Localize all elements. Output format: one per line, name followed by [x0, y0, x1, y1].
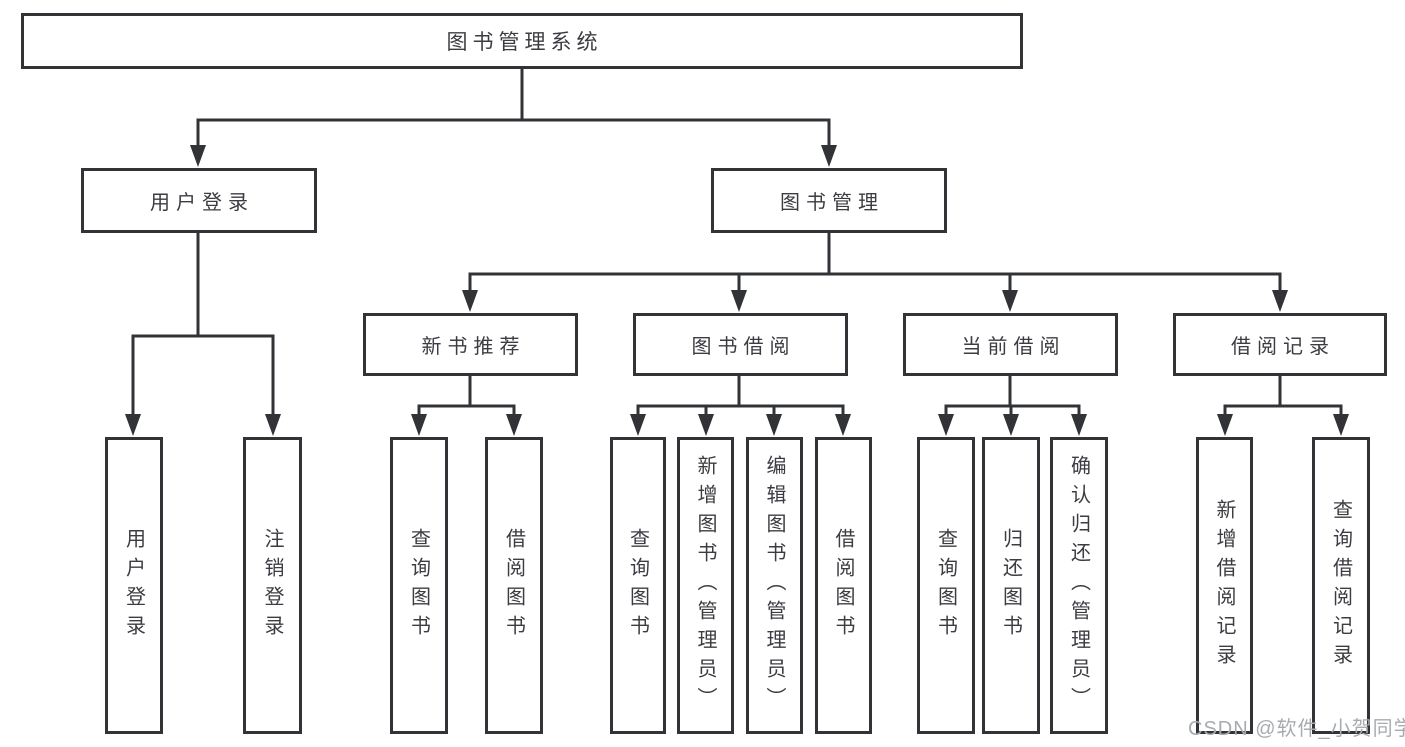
leaf-borrow-borrow-books: 借阅图书 [815, 437, 872, 734]
leaf-current-query-books-label: 查询图书 [934, 527, 957, 644]
leaf-recommend-borrow-books: 借阅图书 [485, 437, 543, 734]
node-borrowing-records-label: 借阅记录 [1231, 336, 1335, 358]
node-book-borrowing: 图书借阅 [633, 313, 848, 376]
leaf-current-confirm-return-admin: 确认归还（管理员） [1050, 437, 1108, 734]
node-current-borrowing: 当前借阅 [903, 313, 1118, 376]
node-book-management-label: 图书管理 [780, 192, 884, 214]
leaf-user-login: 用户登录 [105, 437, 163, 734]
node-book-management: 图书管理 [711, 168, 947, 233]
leaf-user-login-label: 用户登录 [122, 527, 145, 644]
node-borrowing-records: 借阅记录 [1173, 313, 1387, 376]
leaf-logout: 注销登录 [243, 437, 302, 734]
leaf-current-confirm-return-admin-label: 确认归还（管理员） [1067, 455, 1090, 716]
leaf-borrow-edit-books-admin: 编辑图书（管理员） [746, 437, 803, 734]
leaf-current-return-books-label: 归还图书 [999, 527, 1022, 644]
node-current-borrowing-label: 当前借阅 [961, 336, 1066, 358]
leaf-recommend-borrow-books-label: 借阅图书 [502, 527, 525, 644]
csdn-watermark: CSDN @软件_小贺同学 [1188, 718, 1405, 740]
leaf-records-add-record-label: 新增借阅记录 [1213, 498, 1235, 673]
leaf-logout-label: 注销登录 [261, 527, 283, 644]
leaf-borrow-borrow-books-label: 借阅图书 [832, 527, 854, 644]
node-book-borrowing-label: 图书借阅 [691, 336, 796, 358]
leaf-recommend-query-books: 查询图书 [390, 437, 448, 734]
leaf-current-return-books: 归还图书 [982, 437, 1040, 734]
leaf-records-query-record: 查询借阅记录 [1312, 437, 1370, 734]
leaf-records-query-record-label: 查询借阅记录 [1329, 498, 1352, 673]
node-user-login: 用户登录 [81, 168, 317, 233]
leaf-borrow-edit-books-admin-label: 编辑图书（管理员） [763, 455, 785, 716]
leaf-borrow-add-books-admin: 新增图书（管理员） [677, 437, 734, 734]
leaf-current-query-books: 查询图书 [917, 437, 975, 734]
leaf-recommend-query-books-label: 查询图书 [407, 527, 430, 644]
node-root: 图书管理系统 [21, 13, 1023, 69]
node-user-login-label: 用户登录 [150, 192, 254, 214]
node-new-book-recommend: 新书推荐 [363, 313, 578, 376]
leaf-borrow-query-books-label: 查询图书 [626, 527, 649, 644]
node-new-book-recommend-label: 新书推荐 [421, 336, 526, 358]
node-root-label: 图书管理系统 [446, 31, 603, 54]
leaf-records-add-record: 新增借阅记录 [1196, 437, 1253, 734]
leaf-borrow-add-books-admin-label: 新增图书（管理员） [694, 455, 716, 716]
leaf-borrow-query-books: 查询图书 [610, 437, 666, 734]
